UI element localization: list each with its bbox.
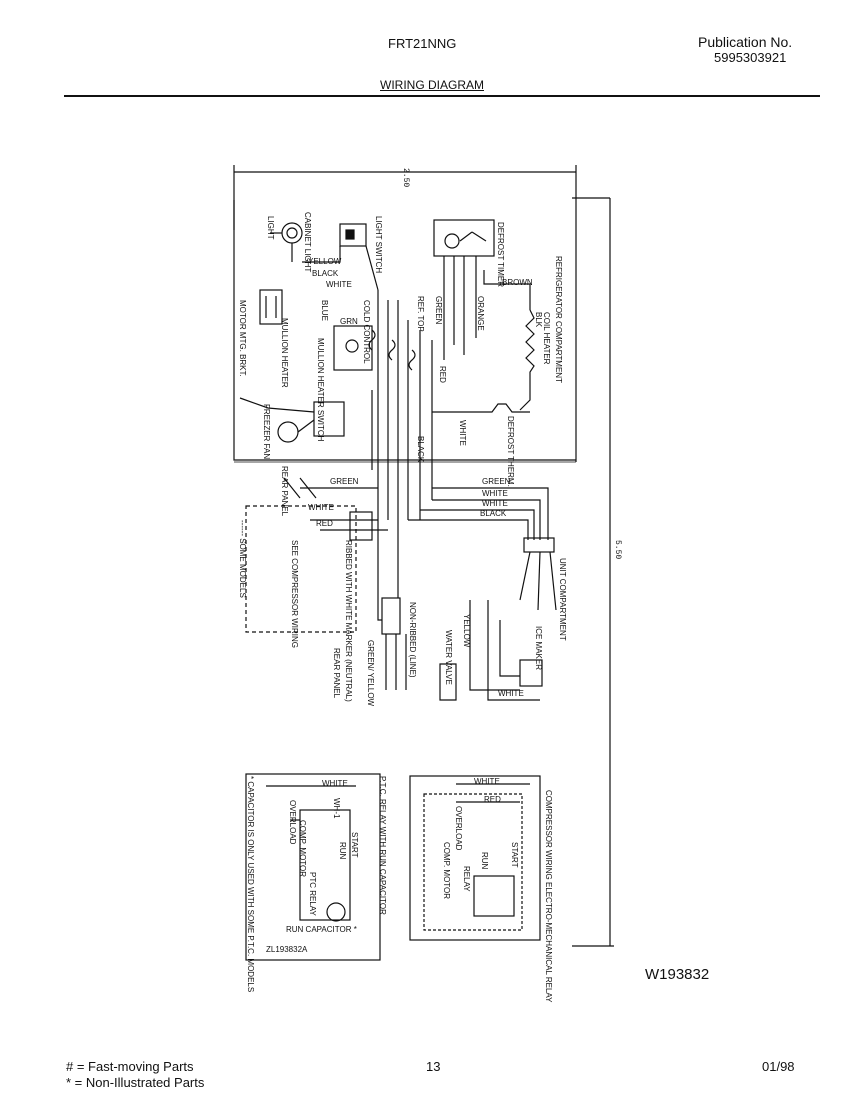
- em-comp-motor: COMP. MOTOR: [442, 842, 451, 899]
- label-black: BLACK: [312, 269, 339, 278]
- light-bulb-icon: [281, 222, 303, 244]
- compressor-wiring-box: [245, 505, 357, 633]
- label-white-5: WHITE: [308, 503, 334, 512]
- drawing-id: W193832: [645, 966, 710, 983]
- water-valve-icon: [439, 663, 457, 701]
- em-start: START: [510, 842, 519, 868]
- unit-connector-icon: [523, 537, 555, 553]
- plug-neutral-icon: [381, 597, 401, 635]
- em-overload: OVERLOAD: [454, 806, 463, 851]
- label-motor-mtg-brkt: MOTOR MTG. BRKT.: [238, 300, 247, 377]
- page-number: 13: [426, 1059, 441, 1074]
- date: 01/98: [762, 1059, 795, 1074]
- label-blk-1: BLK: [534, 312, 543, 328]
- label-white: WHITE: [326, 280, 352, 289]
- label-green: GREEN: [434, 296, 443, 325]
- label-see-compressor-wiring: SEE COMPRESSOR WIRING: [290, 540, 299, 648]
- freezer-fan-motor-icon: [277, 421, 299, 443]
- ptc-note: * CAPACITOR IS ONLY USED WITH SOME P.T.C…: [246, 776, 255, 992]
- label-ref-top: REF. TOP: [416, 296, 425, 332]
- ptc-wire-code: WH-1: [332, 798, 341, 819]
- ptc-relay-label: PTC RELAY: [308, 872, 317, 917]
- label-red: RED: [438, 366, 447, 383]
- label-ribbed: RIBBED WITH WHITE MARKER (NEUTRAL): [344, 540, 353, 702]
- ptc-run-capacitor: RUN CAPACITOR *: [286, 925, 357, 934]
- ptc-relay-box: [245, 773, 381, 961]
- ptc-title: P.T.C. RELAY WITH RUN CAPACITOR: [378, 776, 387, 915]
- label-refrigerator-compartment: REFRIGERATOR COMPARTMENT: [554, 256, 563, 383]
- em-title: COMPRESSOR WIRING ELECTRO-MECHANICAL REL…: [544, 790, 553, 1003]
- label-white-3: WHITE: [482, 489, 508, 498]
- label-white-6: WHITE: [498, 689, 524, 698]
- legend-fast-moving: # = Fast-moving Parts: [66, 1059, 194, 1074]
- label-unit-compartment: UNIT COMPARTMENT: [558, 558, 567, 641]
- dim-width: 2.50: [401, 168, 410, 187]
- label-yellow-2: YELLOW: [462, 614, 471, 648]
- label-brown: BROWN: [502, 278, 533, 287]
- label-green-3: GREEN: [482, 477, 511, 486]
- coil-heater-icon: [519, 309, 535, 411]
- ptc-start: START: [350, 832, 359, 858]
- dim-height: 5.50: [613, 540, 622, 559]
- ptc-comp-motor: COMP. MOTOR: [298, 820, 307, 877]
- publication-label: Publication No.: [698, 34, 793, 50]
- ice-maker-icon: [519, 659, 543, 687]
- label-defrost-timer: DEFROST TIMER: [496, 222, 505, 287]
- label-light: LIGHT: [266, 216, 275, 240]
- ptc-run: RUN: [338, 842, 347, 860]
- label-white-2: WHITE: [458, 420, 467, 446]
- light-switch-icon: [339, 223, 367, 247]
- label-red-2: RED: [316, 519, 333, 528]
- mullion-heater-icon: [259, 289, 283, 325]
- label-defrost-therm: DEFROST THERM.: [506, 416, 515, 487]
- label-coil-heater: COIL HEATER: [542, 312, 551, 365]
- model-number: FRT21NNG: [388, 36, 457, 51]
- label-light-switch: LIGHT SWITCH: [374, 216, 383, 273]
- em-run: RUN: [480, 852, 489, 870]
- label-cabinet-light: CABINET LIGHT: [303, 212, 312, 272]
- legend-non-illustrated: * = Non-Illustrated Parts: [66, 1075, 205, 1090]
- label-mullion-heater-switch: MULLION HEATER SWITCH: [316, 338, 325, 442]
- ptc-capacitor-icon: [326, 902, 346, 922]
- em-relay-label: RELAY: [462, 866, 471, 892]
- label-grn: GRN: [340, 317, 358, 326]
- label-yellow: YELLOW: [308, 257, 342, 266]
- ptc-overload: OVERLOAD: [288, 800, 297, 845]
- label-green-2: GREEN: [330, 477, 359, 486]
- label-some-models: ------ SOME MODELS: [238, 520, 247, 598]
- label-blue: BLUE: [320, 300, 329, 321]
- ptc-ref-code: ZL193832A: [266, 945, 308, 954]
- label-rear-panel: REAR PANEL: [280, 466, 289, 517]
- label-cold-control: COLD CONTROL: [362, 300, 371, 364]
- label-black-2: BLACK: [416, 436, 425, 463]
- label-rear-panel-2: REAR PANEL: [332, 648, 341, 699]
- label-ice-maker: ICE MAKER: [534, 626, 543, 670]
- em-white: WHITE: [474, 777, 500, 786]
- label-water-valve: WATER VALVE: [444, 630, 453, 685]
- ptc-white: WHITE: [322, 779, 348, 788]
- publication-number: 5995303921: [714, 50, 787, 65]
- em-red: RED: [484, 795, 501, 804]
- label-white-4: WHITE: [482, 499, 508, 508]
- label-black-3: BLACK: [480, 509, 507, 518]
- page-title: WIRING DIAGRAM: [380, 78, 484, 92]
- defrost-therm-icon: [466, 403, 530, 413]
- label-green-yellow: GREEN/ YELLOW: [366, 640, 375, 707]
- label-mullion-heater: MULLION HEATER: [280, 318, 289, 388]
- label-orange: ORANGE: [476, 296, 485, 331]
- label-freezer-fan: FREEZER FAN: [262, 404, 271, 459]
- fan-blade-icon: [313, 401, 345, 437]
- em-relay-box: [409, 775, 541, 941]
- label-non-ribbed: NON-RIBBED (LINE): [408, 602, 417, 678]
- cold-control-icon: [333, 325, 373, 371]
- em-relay-icon: [473, 875, 515, 917]
- header-rule: [64, 95, 820, 97]
